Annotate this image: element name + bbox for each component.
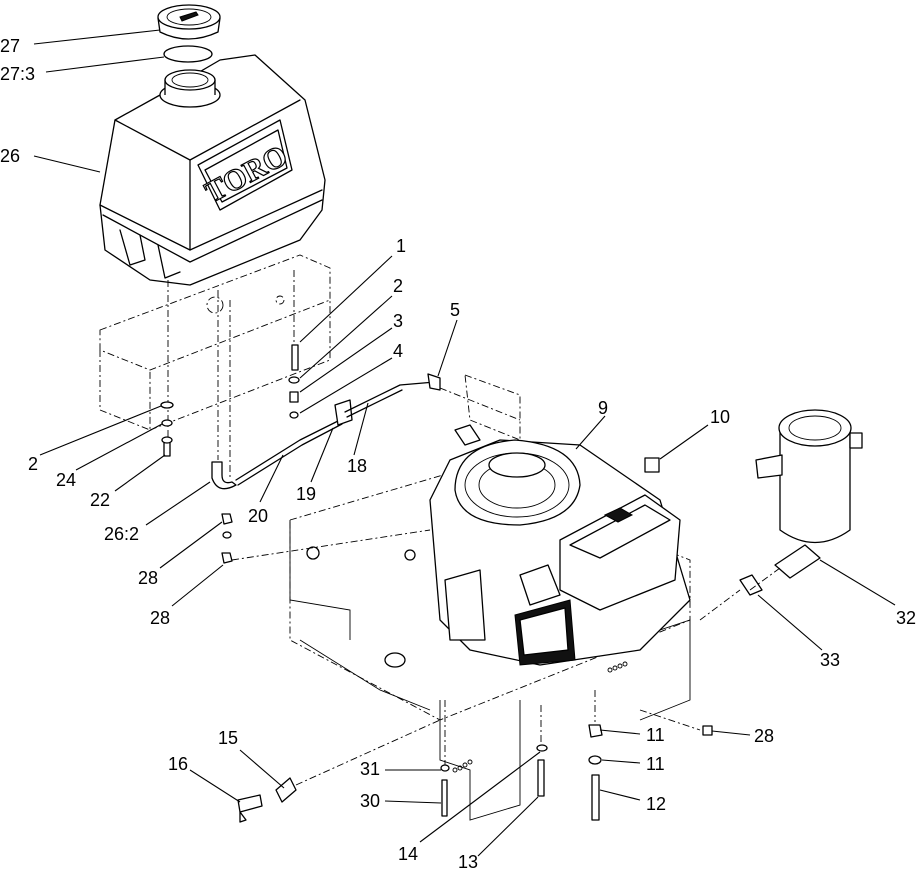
callout-28-right: 28 (754, 726, 774, 746)
callout-4: 4 (393, 341, 403, 361)
callout-26: 26 (0, 146, 20, 166)
callout-27: 27 (0, 36, 20, 56)
callout-15: 15 (218, 728, 238, 748)
lower-hardware (221, 513, 713, 823)
callout-16: 16 (168, 754, 188, 774)
callout-2-left: 2 (28, 454, 38, 474)
callout-5: 5 (450, 300, 460, 320)
callout-30: 30 (360, 791, 380, 811)
callout-28-lower: 28 (150, 608, 170, 628)
callout-3: 3 (393, 311, 403, 331)
fuel-line-assembly (211, 270, 521, 490)
fuel-shutoff-stud (291, 344, 299, 371)
callout-12: 12 (646, 794, 666, 814)
muffler (699, 409, 863, 621)
callout-13: 13 (458, 852, 478, 872)
callout-20: 20 (248, 506, 268, 526)
callout-32: 32 (896, 608, 916, 628)
callout-9: 9 (598, 398, 608, 418)
cap-seal (163, 45, 213, 63)
engine (429, 424, 691, 666)
callout-31: 31 (360, 759, 380, 779)
callout-22: 22 (90, 490, 110, 510)
callout-10: 10 (710, 407, 730, 427)
callout-11-upper: 11 (646, 725, 665, 745)
callout-1: 1 (396, 236, 406, 256)
engine-deck-frame (289, 374, 691, 821)
callout-11-lower: 11 (646, 754, 665, 774)
leader-lines (33, 29, 896, 857)
callout-24: 24 (56, 470, 76, 490)
muffler-clamp (739, 574, 763, 596)
callout-labels: 27 27:3 26 1 2 3 4 5 9 10 2 24 22 26:2 2… (0, 36, 916, 872)
decal (644, 457, 660, 473)
callout-27-3: 27:3 (0, 64, 35, 84)
fuel-tank: TORO (99, 54, 326, 286)
callout-26-2: 26:2 (104, 524, 139, 544)
callout-19: 19 (296, 484, 316, 504)
callout-2: 2 (393, 276, 403, 296)
callout-33: 33 (820, 650, 840, 670)
callout-28-upper: 28 (138, 568, 158, 588)
callout-18: 18 (347, 456, 367, 476)
tank-mount-hardware (160, 280, 174, 457)
callout-14: 14 (398, 844, 418, 864)
tank-cap (157, 4, 221, 63)
